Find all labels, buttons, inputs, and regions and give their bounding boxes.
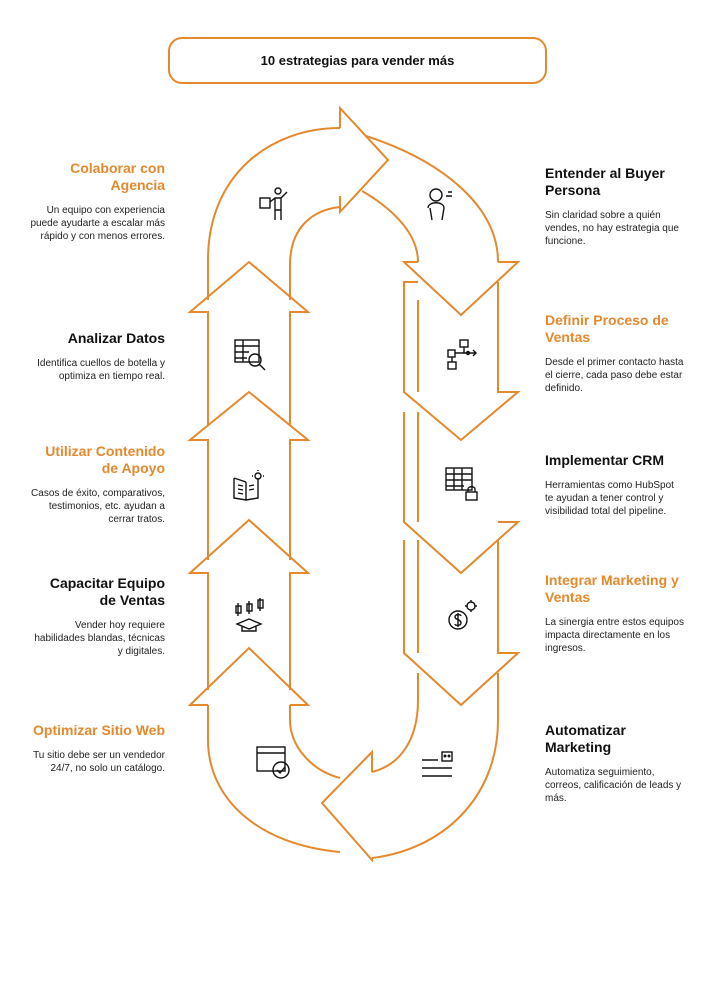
money-gear-icon xyxy=(444,598,480,634)
step-integrar-marketing-ventas: Integrar Marketing y Ventas La sinergia … xyxy=(545,572,685,655)
track-right-top-inner xyxy=(361,190,419,263)
step-title: Optimizar Sitio Web xyxy=(33,722,165,738)
track-bottom-left-outer xyxy=(207,705,341,853)
step-implementar-crm: Implementar CRM Herramientas como HubSpo… xyxy=(545,452,685,518)
bot-list-icon xyxy=(420,750,456,780)
step-title: Automatizar Marketing xyxy=(545,722,626,755)
track-top-outer xyxy=(207,127,341,300)
step-description: Desde el primer contacto hasta el cierre… xyxy=(545,357,684,394)
step-description: Identifica cuellos de botella y optimiza… xyxy=(37,358,165,382)
track-bottom-outer xyxy=(371,673,499,859)
step-optimizar-sitio-web: Optimizar Sitio Web Tu sitio debe ser un… xyxy=(30,722,165,775)
table-search-icon xyxy=(233,338,267,372)
arrow-left-2 xyxy=(187,518,311,690)
step-title: Entender al Buyer Persona xyxy=(545,165,665,198)
arrow-left-3 xyxy=(187,390,311,560)
workflow-icon xyxy=(446,338,480,370)
track-bottom-inner xyxy=(371,673,419,773)
step-title: Definir Proceso de Ventas xyxy=(545,312,669,345)
title-banner: 10 estrategias para vender más xyxy=(168,37,547,84)
browser-check-icon xyxy=(255,745,293,781)
table-lock-icon xyxy=(444,466,480,502)
arrow-left-4 xyxy=(187,260,311,425)
step-title: Implementar CRM xyxy=(545,452,665,468)
presenter-icon xyxy=(258,186,294,222)
page-title: 10 estrategias para vender más xyxy=(260,53,455,68)
step-description: Tu sitio debe ser un vendedor 24/7, no s… xyxy=(33,750,165,774)
person-head-icon xyxy=(422,186,456,222)
step-title: Colaborar con Agencia xyxy=(70,160,165,193)
step-description: Vender hoy requiere habilidades blandas,… xyxy=(34,620,165,657)
step-description: Sin claridad sobre a quién vendes, no ha… xyxy=(545,210,679,247)
step-description: Casos de éxito, comparativos, testimonio… xyxy=(31,488,165,525)
step-title: Analizar Datos xyxy=(67,330,165,346)
arrow-right-4 xyxy=(403,540,521,707)
arrow-right-2 xyxy=(403,281,521,442)
track-right-top-outer xyxy=(365,135,499,263)
arrow-right-1 xyxy=(401,261,521,317)
step-description: La sinergia entre estos equipos impacta … xyxy=(545,617,684,654)
track-top-inner xyxy=(289,206,341,300)
graduation-chart-icon xyxy=(233,598,267,634)
step-title: Integrar Marketing y Ventas xyxy=(545,572,679,605)
step-definir-proceso-ventas: Definir Proceso de Ventas Desde el prime… xyxy=(545,312,685,395)
step-utilizar-contenido: Utilizar Contenido de Apoyo Casos de éxi… xyxy=(30,443,165,526)
step-description: Automatiza seguimiento, correos, calific… xyxy=(545,767,682,804)
arrowhead-bottom xyxy=(320,749,373,863)
step-title: Utilizar Contenido de Apoyo xyxy=(45,443,165,476)
step-automatizar-marketing: Automatizar Marketing Automatiza seguimi… xyxy=(545,722,685,805)
step-entender-buyer-persona: Entender al Buyer Persona Sin claridad s… xyxy=(545,165,685,248)
step-analizar-datos: Analizar Datos Identifica cuellos de bot… xyxy=(30,330,165,383)
track-bottom-left-inner xyxy=(289,705,341,779)
step-description: Herramientas como HubSpot te ayudan a te… xyxy=(545,480,674,517)
book-bulb-icon xyxy=(232,470,266,502)
step-colaborar-agencia: Colaborar con Agencia Un equipo con expe… xyxy=(30,160,165,243)
step-capacitar-equipo: Capacitar Equipo de Ventas Vender hoy re… xyxy=(30,575,165,658)
step-description: Un equipo con experiencia puede ayudarte… xyxy=(30,205,165,242)
arrow-left-1 xyxy=(187,646,311,706)
arrowhead-top xyxy=(339,105,390,215)
step-title: Capacitar Equipo de Ventas xyxy=(49,575,165,608)
